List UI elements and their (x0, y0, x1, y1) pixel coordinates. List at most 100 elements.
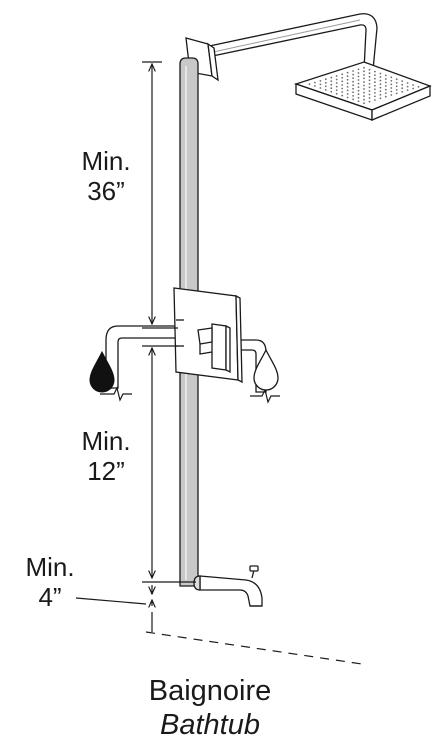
shower-nozzle (379, 79, 382, 82)
shower-nozzle (314, 85, 316, 87)
dimension-label-middle-line1: Min. (81, 426, 131, 456)
shower-nozzle (417, 86, 420, 88)
shower-nozzle (379, 86, 382, 89)
shower-nozzle (363, 95, 365, 97)
dimension-label-lower: Min. 4” (10, 552, 90, 612)
shower-nozzle (352, 70, 354, 72)
shower-nozzle (335, 78, 338, 81)
rain-shower-head (293, 61, 432, 121)
shower-nozzle (384, 88, 387, 91)
shower-nozzle (390, 83, 393, 86)
shower-nozzle (363, 70, 365, 73)
dimension-label-middle-line2: 12” (87, 456, 125, 486)
dimension-label-upper-line1: Min. (81, 146, 131, 176)
shower-nozzle (352, 80, 354, 83)
cold-water-drop-icon (253, 348, 279, 391)
shower-nozzle (319, 80, 322, 82)
shower-nozzle (346, 86, 349, 88)
shower-nozzle (330, 90, 333, 93)
shower-nozzle (368, 86, 371, 89)
pipe-break-symbols (100, 386, 280, 404)
shower-nozzle (363, 77, 365, 80)
dimension-label-lower-line2: 4” (38, 582, 62, 612)
dimension-lines (75, 61, 196, 632)
shower-nozzle (341, 77, 344, 79)
shower-nozzle (379, 76, 382, 78)
shower-nozzle (357, 75, 360, 78)
shower-nozzle (374, 99, 376, 101)
shower-nozzle (346, 75, 349, 78)
shower-nozzle (335, 82, 338, 84)
shower-nozzle (374, 81, 376, 84)
dimension-label-middle: Min. 12” (66, 426, 146, 486)
shower-nozzle (374, 95, 376, 98)
shower-nozzle (308, 83, 311, 85)
shower-nozzle (335, 85, 338, 88)
shower-nozzle (368, 75, 371, 78)
shower-nozzle (341, 91, 344, 93)
shower-nozzle (395, 85, 398, 88)
dimension-label-lower-line1: Min. (25, 552, 75, 582)
shower-nozzle (357, 93, 360, 96)
shower-nozzle (357, 100, 360, 103)
shower-nozzle (330, 87, 333, 90)
shower-nozzle (379, 83, 382, 85)
shower-nozzle (341, 80, 344, 83)
bathtub-rim-line (145, 631, 363, 665)
dimension-label-upper: Min. 36” (66, 146, 146, 206)
shower-nozzle (341, 87, 344, 90)
hot-water-drop-icon (89, 350, 115, 393)
shower-nozzle (324, 81, 327, 84)
shower-nozzle (374, 74, 376, 76)
shower-nozzle (346, 71, 349, 74)
shower-nozzle (401, 90, 404, 93)
shower-nozzle (363, 98, 365, 101)
shower-nozzle (401, 87, 404, 90)
shower-nozzle (357, 96, 360, 99)
shower-nozzle (357, 89, 360, 92)
shower-nozzle (346, 96, 349, 99)
shower-nozzle (395, 89, 398, 91)
shower-nozzle (352, 73, 354, 76)
shower-nozzle (363, 84, 365, 87)
shower-nozzle (341, 84, 344, 86)
shower-nozzle (346, 82, 349, 85)
shower-arm (199, 13, 378, 71)
shower-nozzle (357, 68, 360, 71)
shower-nozzle (390, 80, 393, 82)
shower-nozzle (406, 82, 409, 84)
shower-nozzle (374, 70, 376, 73)
shower-nozzle (401, 80, 404, 82)
shower-nozzle (363, 66, 365, 69)
shower-nozzle (368, 79, 371, 82)
shower-nozzle (390, 76, 393, 79)
shower-nozzle (379, 90, 382, 93)
shower-nozzle (346, 93, 349, 95)
shower-nozzle (324, 89, 327, 91)
shower-nozzle (390, 87, 393, 89)
shower-nozzle (374, 88, 376, 91)
shower-nozzle (384, 95, 387, 98)
shower-nozzle (368, 68, 371, 71)
shower-nozzle (390, 90, 393, 93)
shower-nozzle (352, 87, 354, 90)
shower-nozzle (357, 86, 360, 88)
shower-nozzle (412, 87, 414, 90)
shower-nozzle (352, 95, 354, 97)
shower-nozzle (352, 77, 354, 79)
shower-nozzle (352, 98, 354, 101)
shower-nozzle (374, 92, 376, 94)
shower-nozzle (330, 83, 333, 86)
shower-nozzle (368, 97, 371, 99)
shower-nozzle (324, 85, 327, 88)
shower-nozzle (352, 84, 354, 87)
shower-nozzle (374, 77, 376, 80)
shower-nozzle (341, 94, 344, 97)
shower-nozzle (368, 90, 371, 92)
shower-nozzle (346, 78, 349, 81)
dimension-label-upper-line2: 36” (87, 176, 125, 206)
shower-nozzle (357, 79, 360, 81)
caption-english: Bathtub (160, 709, 260, 741)
